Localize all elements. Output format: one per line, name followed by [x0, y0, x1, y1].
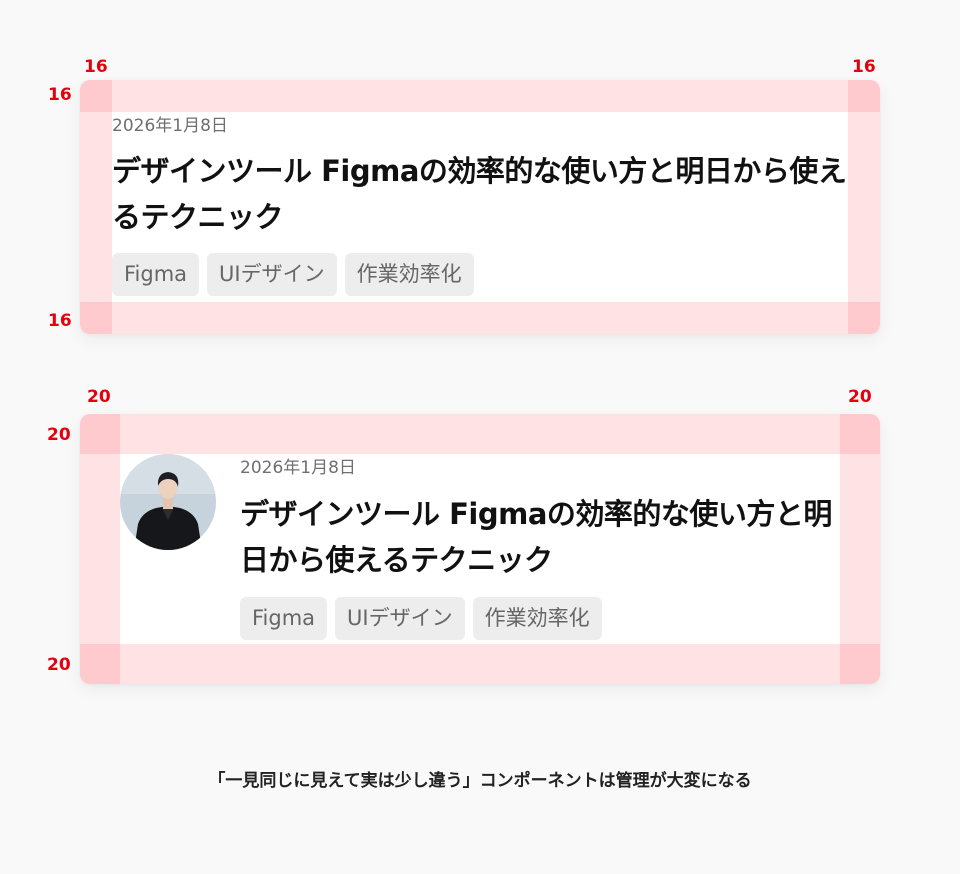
tag-ui-design[interactable]: UIデザイン [207, 253, 337, 296]
padding-top-overlay [80, 414, 880, 454]
person-photo-icon [120, 454, 216, 550]
padding-label-right: 20 [848, 387, 872, 407]
post-date: 2026年1月8日 [240, 458, 356, 478]
padding-label-top: 20 [47, 425, 71, 445]
padding-label-right: 16 [852, 57, 876, 77]
padding-right-overlay [840, 414, 880, 684]
tag-list: Figma UIデザイン 作業効率化 [112, 253, 848, 296]
card-content: 2026年1月8日 デザインツール Figmaの効率的な使い方と明日から使えるテ… [240, 454, 840, 640]
article-card-with-avatar[interactable]: 2026年1月8日 デザインツール Figmaの効率的な使い方と明日から使えるテ… [80, 414, 880, 684]
padding-label-left: 20 [87, 387, 111, 407]
padding-label-top: 16 [48, 85, 72, 105]
tag-list: Figma UIデザイン 作業効率化 [240, 597, 840, 640]
padding-label-left: 16 [84, 57, 108, 77]
tag-efficiency[interactable]: 作業効率化 [472, 597, 602, 640]
padding-bottom-overlay [80, 644, 880, 684]
padding-bottom-overlay [80, 302, 880, 334]
author-avatar[interactable] [120, 454, 216, 550]
tag-ui-design[interactable]: UIデザイン [335, 597, 465, 640]
post-title[interactable]: デザインツール Figmaの効率的な使い方と明日から使えるテクニック [112, 154, 847, 234]
card-content: 2026年1月8日 デザインツール Figmaの効率的な使い方と明日から使えるテ… [112, 112, 848, 296]
post-title[interactable]: デザインツール Figmaの効率的な使い方と明日から使えるテクニック [240, 497, 832, 577]
tag-efficiency[interactable]: 作業効率化 [344, 253, 474, 296]
padding-top-overlay [80, 80, 880, 112]
tag-figma[interactable]: Figma [112, 253, 200, 296]
padding-label-bottom: 20 [47, 655, 71, 675]
post-date: 2026年1月8日 [112, 116, 228, 136]
article-card-compact[interactable]: 2026年1月8日 デザインツール Figmaの効率的な使い方と明日から使えるテ… [80, 80, 880, 334]
tag-figma[interactable]: Figma [240, 597, 328, 640]
caption: 「一見同じに見えて実は少し違う」コンポーネントは管理が大変になる [208, 771, 752, 791]
padding-label-bottom: 16 [48, 311, 72, 331]
padding-right-overlay [848, 80, 880, 334]
padding-left-overlay [80, 414, 120, 684]
padding-left-overlay [80, 80, 112, 334]
